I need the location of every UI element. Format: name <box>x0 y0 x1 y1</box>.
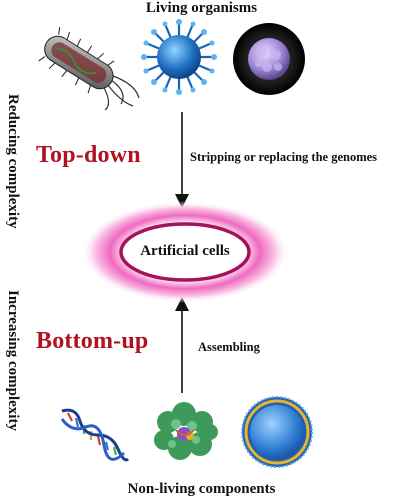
bottom-up-arrow <box>175 297 189 393</box>
virus-icon <box>140 18 218 96</box>
non-living-components-label: Non-living components <box>127 481 276 497</box>
artificial-cells-label: Artificial cells <box>140 243 230 259</box>
stripping-label: Stripping or replacing the genomes <box>190 150 378 164</box>
reducing-complexity-label: Reducing complexity <box>5 94 21 229</box>
artificial-cells-ellipse <box>81 201 289 303</box>
top-down-arrow <box>175 112 189 208</box>
living-organisms-label: Living organisms <box>145 0 258 16</box>
liposome-icon <box>240 395 314 469</box>
dna-helix-icon <box>58 405 130 463</box>
top-down-title: Top-down <box>36 142 141 168</box>
assembling-label: Assembling <box>198 340 260 354</box>
increasing-complexity-label: Increasing complexity <box>5 290 21 431</box>
bacterium-icon <box>33 22 143 112</box>
protein-icon <box>148 400 224 466</box>
cell-icon <box>232 22 306 96</box>
bottom-up-title: Bottom-up <box>36 328 149 354</box>
